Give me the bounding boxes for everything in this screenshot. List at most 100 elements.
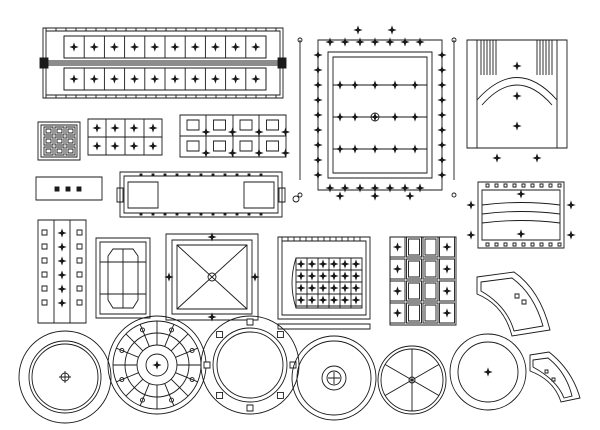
light-fixture-star bbox=[58, 299, 66, 307]
light-fixture-star bbox=[393, 265, 402, 273]
sheet-detail bbox=[176, 174, 178, 176]
sheet-detail bbox=[409, 239, 420, 255]
light-fixture-star bbox=[90, 43, 98, 51]
light-fixture-star bbox=[151, 75, 159, 83]
light-fixture-star bbox=[319, 272, 327, 280]
light-fixture-star bbox=[314, 171, 322, 179]
light-fixture-star bbox=[354, 26, 362, 34]
sheet-detail bbox=[247, 319, 253, 325]
light-fixture-star bbox=[110, 75, 119, 83]
light-fixture-star bbox=[314, 111, 322, 119]
sheet-detail bbox=[423, 259, 438, 279]
sheet-detail bbox=[200, 213, 202, 215]
sheet-detail bbox=[549, 243, 552, 246]
light-fixture-star bbox=[191, 43, 199, 51]
sheet-detail bbox=[42, 286, 47, 291]
sheet-detail bbox=[407, 259, 422, 279]
sheet-detail bbox=[423, 281, 438, 301]
light-fixture-star bbox=[314, 81, 322, 89]
sheet-detail bbox=[522, 243, 525, 246]
light-fixture-star bbox=[391, 81, 399, 89]
light-fixture-star bbox=[252, 43, 260, 51]
light-fixture-star bbox=[443, 287, 451, 295]
framed-ceiling-large bbox=[298, 26, 456, 200]
light-fixture-star bbox=[393, 309, 402, 317]
sheet-detail bbox=[425, 305, 436, 321]
sheet-detail bbox=[46, 129, 51, 133]
light-fixture-star bbox=[438, 156, 446, 164]
light-fixture-star bbox=[153, 361, 161, 369]
sheet-detail bbox=[412, 380, 439, 396]
light-fixture-star bbox=[391, 113, 399, 121]
light-fixture-star bbox=[255, 149, 263, 157]
light-fixture-star bbox=[341, 272, 349, 280]
sheet-detail bbox=[558, 243, 561, 246]
light-fixture-star bbox=[58, 243, 66, 251]
sheet-detail bbox=[540, 184, 543, 187]
draped-ceiling bbox=[467, 40, 567, 162]
sheet-detail bbox=[77, 300, 82, 305]
vertical-panel bbox=[38, 220, 86, 323]
sheet-detail bbox=[68, 129, 73, 133]
sheet-detail bbox=[77, 258, 82, 263]
light-fixture-star bbox=[371, 192, 379, 200]
round-double-ring bbox=[450, 334, 526, 410]
long-tray-ceiling bbox=[117, 172, 299, 217]
sheet-detail bbox=[171, 379, 188, 396]
light-fixture-star bbox=[336, 145, 344, 153]
sheet-detail bbox=[187, 141, 199, 151]
light-fixture-star bbox=[130, 75, 139, 83]
sheet-detail bbox=[170, 398, 174, 402]
sheet-detail bbox=[55, 147, 64, 155]
light-fixture-star bbox=[438, 141, 446, 149]
light-fixture-star bbox=[314, 51, 322, 59]
light-fixture-star bbox=[231, 43, 240, 51]
light-fixture-star bbox=[341, 284, 349, 292]
light-fixture-star bbox=[202, 149, 210, 157]
light-fixture-star bbox=[438, 96, 446, 104]
light-fixture-star bbox=[393, 287, 402, 295]
curved-beam-ceiling bbox=[467, 182, 575, 248]
light-fixture-star bbox=[319, 260, 327, 268]
light-fixture-star bbox=[438, 111, 446, 119]
sheet-detail bbox=[504, 184, 507, 187]
light-fixture-star bbox=[314, 156, 322, 164]
light-fixture-star bbox=[297, 272, 305, 280]
sheet-detail bbox=[277, 392, 283, 398]
light-fixture-star bbox=[228, 149, 237, 157]
light-fixture-star bbox=[58, 271, 66, 279]
sheet-detail bbox=[407, 303, 422, 323]
sheet-detail bbox=[495, 243, 498, 246]
sheet-detail bbox=[214, 120, 226, 130]
sheet-detail bbox=[212, 174, 214, 176]
light-fixture-star bbox=[411, 145, 419, 153]
light-fixture-star bbox=[70, 75, 78, 83]
sheet-detail bbox=[224, 213, 226, 215]
sheet-detail bbox=[425, 239, 436, 255]
sheet-detail bbox=[385, 380, 412, 396]
sheet-detail bbox=[248, 174, 250, 176]
sheet-detail bbox=[42, 258, 47, 263]
sheet-detail bbox=[425, 261, 436, 277]
sheet-detail bbox=[57, 139, 62, 143]
light-fixture-star bbox=[341, 296, 349, 304]
light-fixture-star bbox=[58, 285, 66, 293]
light-fixture-star bbox=[411, 81, 419, 89]
light-fixture-star bbox=[341, 260, 349, 268]
sheet-detail bbox=[140, 213, 142, 215]
sheet-detail bbox=[260, 213, 262, 215]
sheet-detail bbox=[176, 213, 178, 215]
light-fixture-star bbox=[58, 257, 66, 265]
light-fixture-star bbox=[110, 43, 119, 51]
sheet-detail bbox=[425, 283, 436, 299]
sheet-detail bbox=[248, 213, 250, 215]
light-fixture-star bbox=[336, 192, 344, 200]
diamond-tray-ceiling bbox=[165, 233, 259, 321]
sheet-detail bbox=[68, 139, 73, 143]
light-fixture-star bbox=[191, 75, 199, 83]
sheet-detail bbox=[46, 149, 51, 153]
sheet-detail bbox=[204, 362, 210, 368]
sheet-detail bbox=[66, 147, 75, 155]
light-fixture-star bbox=[336, 81, 344, 89]
sheet-detail bbox=[42, 230, 47, 235]
